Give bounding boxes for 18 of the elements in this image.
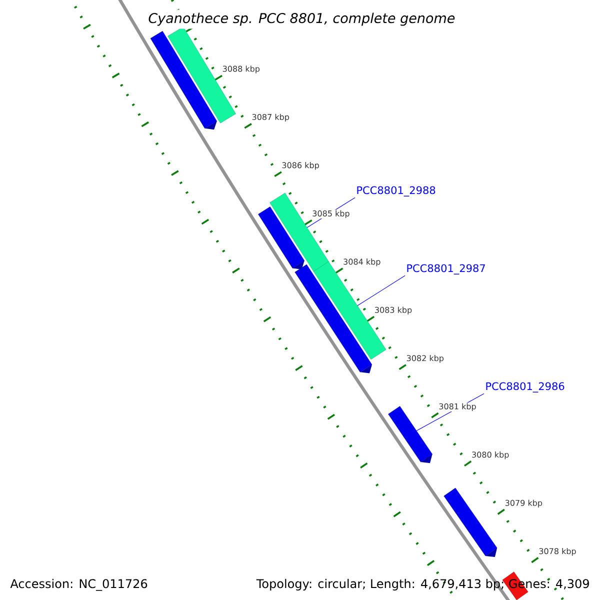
tick-label: 3088 kbp [222,65,261,74]
gene-feature [444,488,498,557]
gene-feature [388,406,432,464]
tick-label: 3084 kbp [342,258,382,267]
tick-label: 3080 kbp [471,450,510,460]
gene-feature [258,206,305,270]
leader-line [357,275,406,306]
gene-label: PCC8801_2987 [407,264,485,274]
tick-label: 3086 kbp [281,162,320,170]
tick-label: 3079 kbp [504,499,544,508]
gene-feature [150,31,217,130]
tick-label: 3085 kbp [312,210,350,219]
tick-label: 3083 kbp [374,306,413,315]
gene-label: PCC8801_2986 [486,382,564,392]
footer-text: Accession: NC_011726 [10,578,148,591]
title: Cyanothece sp. PCC 8801, complete genome [145,10,458,29]
tick-label: 3082 kbp [406,354,444,364]
gene-label: PCC8801_2988 [357,186,436,196]
